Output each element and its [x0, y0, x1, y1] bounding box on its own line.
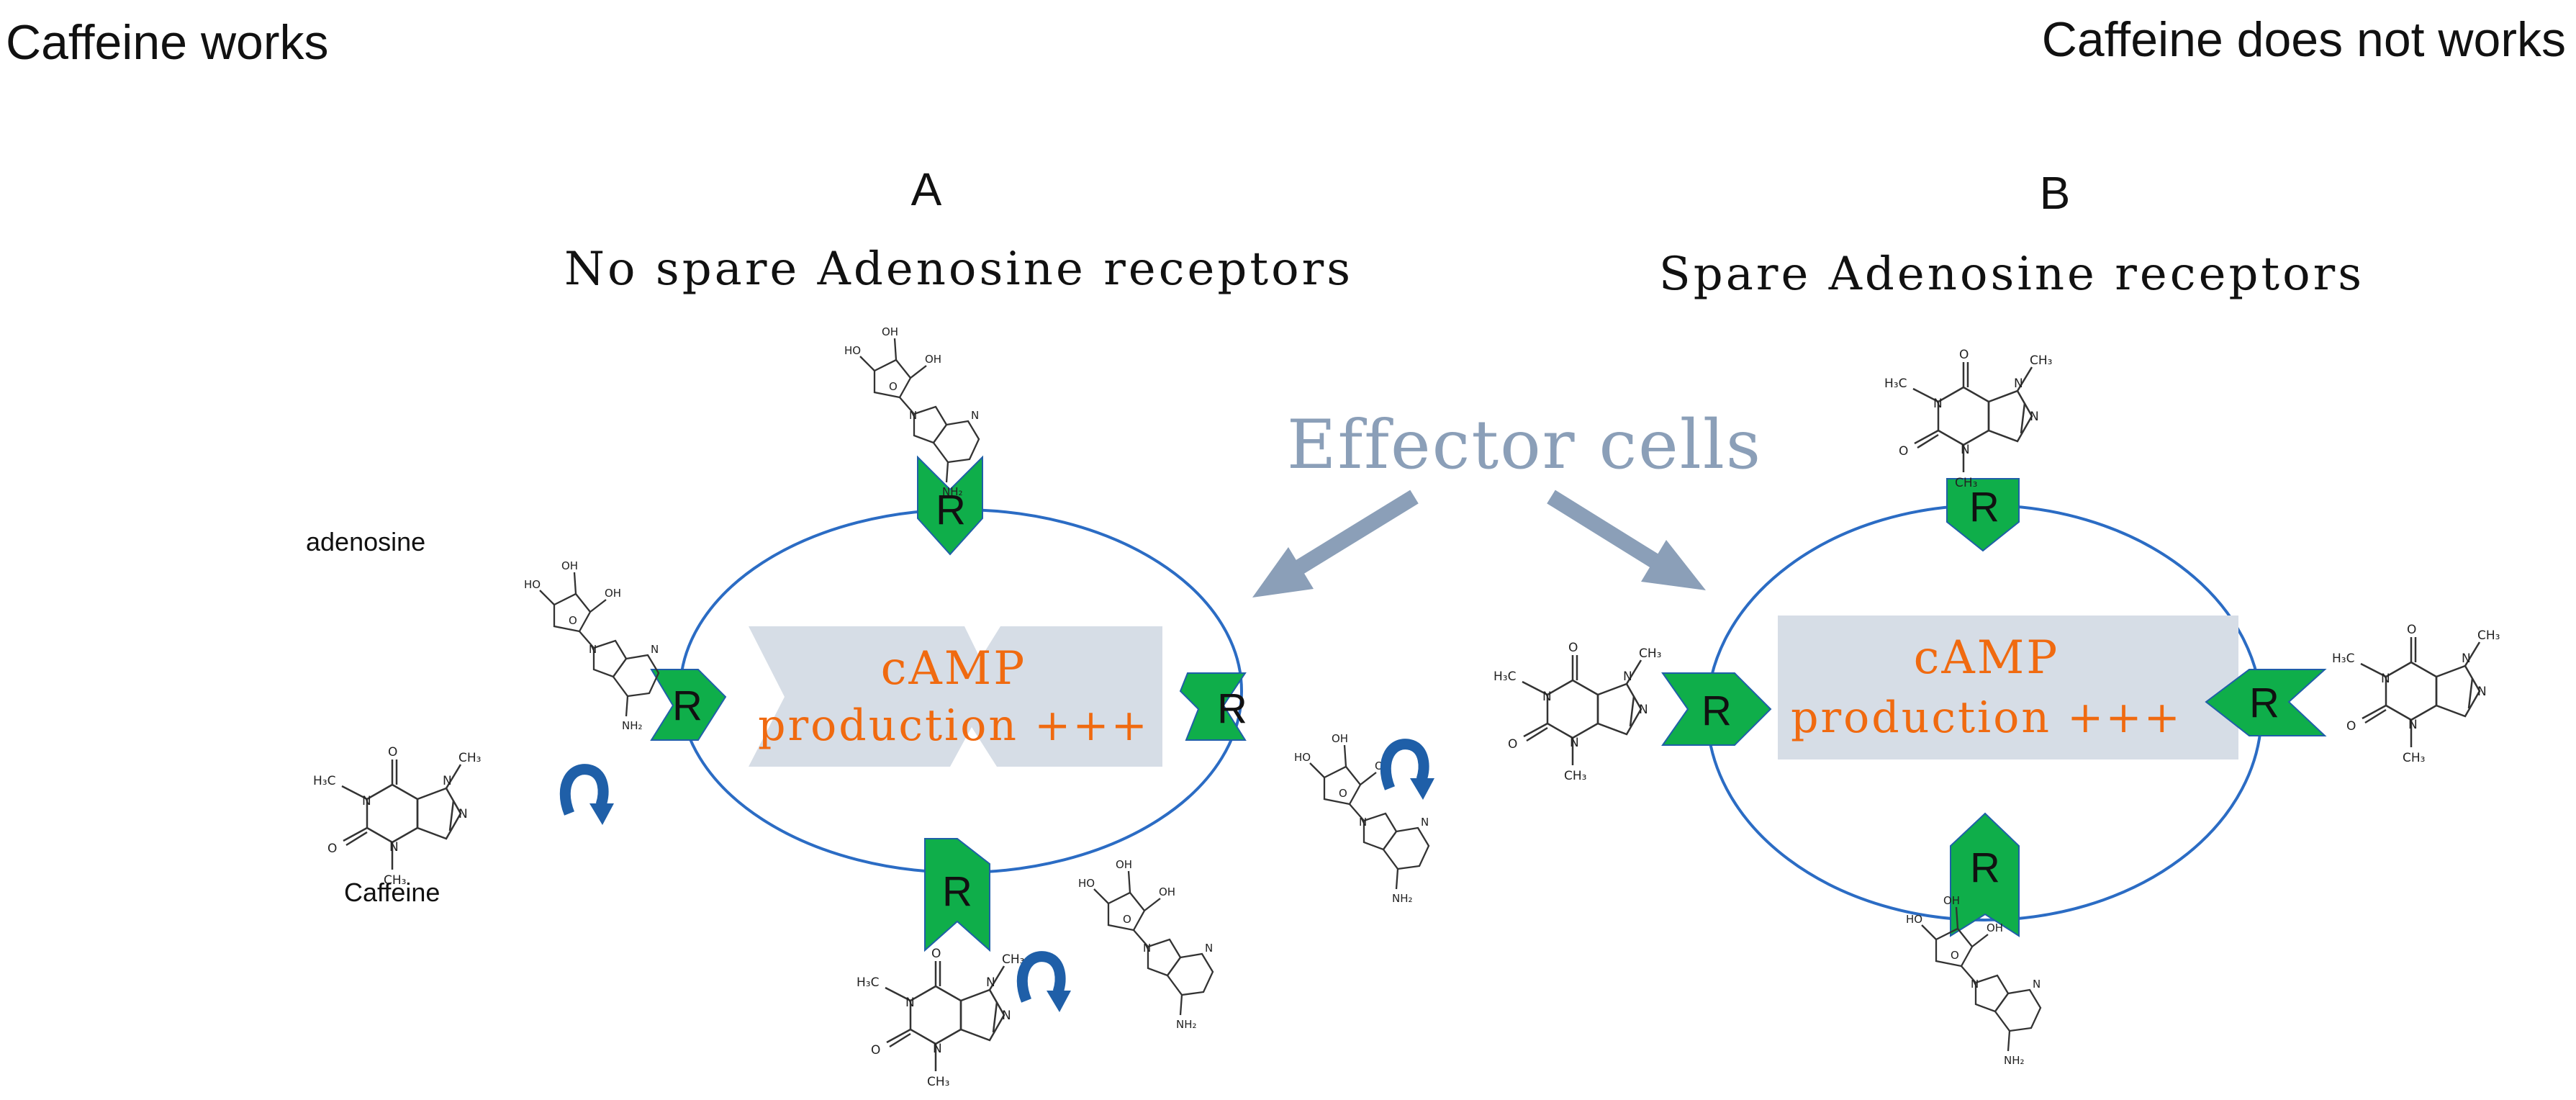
cell-b-camp-line2: production +++ — [1791, 693, 2182, 743]
cell-a-camp-line2: production +++ — [758, 700, 1149, 751]
right-title: Caffeine does not works — [2042, 12, 2566, 67]
adenosine-a-top — [843, 324, 980, 500]
svg-text:R: R — [672, 682, 702, 729]
caffeine-a-left — [312, 744, 482, 889]
panel-a-letter: A — [911, 163, 942, 215]
cell-a-camp-line1: cAMP — [881, 642, 1027, 695]
cell-a-camp-box — [749, 626, 1162, 767]
svg-text:R: R — [1701, 688, 1732, 734]
caffeine-b-right — [2331, 621, 2501, 767]
receptor-a-right: R — [1179, 672, 1247, 741]
adenosine-a-bottom — [1077, 857, 1214, 1032]
receptor-b-bottom: R — [1950, 812, 2020, 937]
caffeine-a-bottom — [855, 945, 1026, 1091]
curved-arrow-icon — [1022, 957, 1071, 1012]
panel-b-title: Spare Adenosine receptors — [1659, 248, 2364, 301]
left-title: Caffeine works — [6, 15, 329, 70]
receptor-b-left: R — [1661, 672, 1772, 746]
caffeine-b-top — [1883, 346, 2053, 492]
receptor-a-left: R — [650, 669, 727, 741]
adenosine-label: adenosine — [306, 527, 425, 556]
svg-text:R: R — [1217, 685, 1247, 732]
curved-arrow-icon — [565, 770, 614, 825]
receptor-b-right: R — [2205, 669, 2327, 736]
curved-arrow-icon — [1386, 744, 1434, 800]
effector-cells-label: Effector cells — [1287, 406, 1762, 484]
receptor-a-top: R — [917, 455, 983, 556]
svg-text:R: R — [1970, 844, 2000, 891]
svg-text:R: R — [942, 868, 972, 915]
caffeine-b-left — [1492, 639, 1663, 785]
effector-arrow-right — [1547, 490, 1706, 590]
receptor-a-bottom: R — [924, 838, 990, 952]
svg-text:R: R — [1969, 484, 1999, 531]
svg-text:R: R — [2249, 680, 2279, 726]
panel-b-letter: B — [2040, 167, 2071, 219]
cell-b-camp-line1: cAMP — [1914, 631, 2060, 685]
cell-b-camp-box — [1778, 616, 2238, 759]
caffeine-label: Caffeine — [344, 878, 440, 907]
adenosine-a-right — [1293, 731, 1430, 906]
effector-arrow-left — [1252, 490, 1419, 598]
adenosine-a-left — [523, 558, 660, 734]
receptor-b-top: R — [1946, 478, 2020, 552]
panel-a-title: No spare Adenosine receptors — [564, 243, 1353, 296]
